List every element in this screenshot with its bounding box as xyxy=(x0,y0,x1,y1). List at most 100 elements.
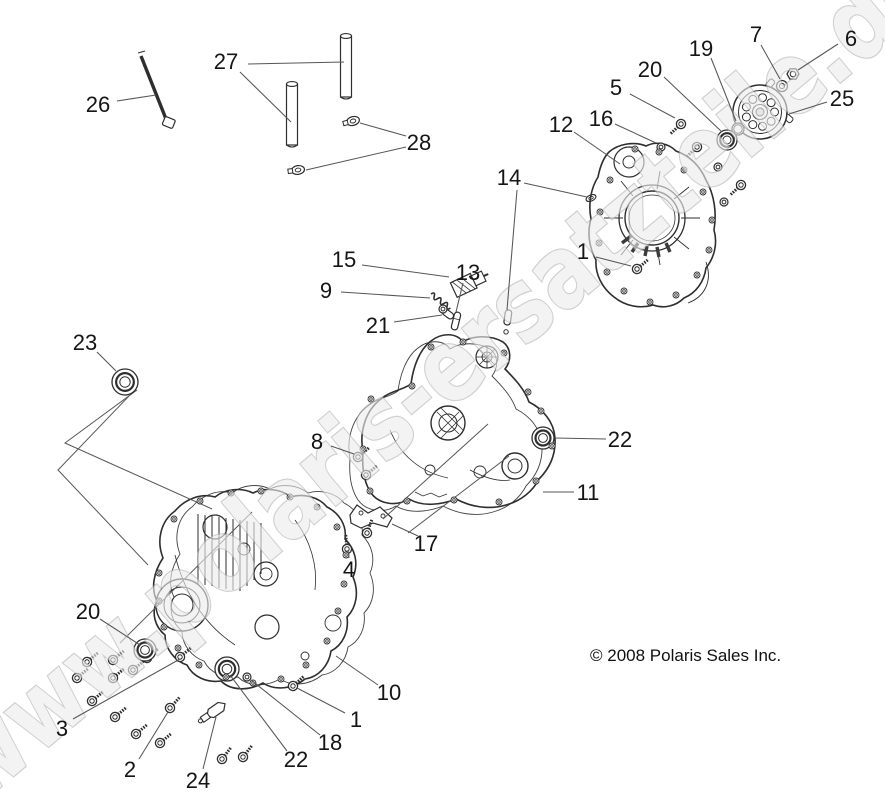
leader-line xyxy=(614,123,657,144)
flange-hole-icon xyxy=(227,489,235,497)
callout-19: 19 xyxy=(689,36,737,122)
bolt-icon xyxy=(71,667,89,684)
leader-line xyxy=(573,131,621,165)
washer-icon xyxy=(438,304,448,314)
washer-icon xyxy=(713,162,723,172)
bolt-icon xyxy=(107,667,125,684)
callout-number: 27 xyxy=(214,49,238,74)
bolt-icon xyxy=(287,675,305,692)
callout-number: 28 xyxy=(407,130,431,155)
callout-number: 2 xyxy=(124,757,136,782)
gear-teeth xyxy=(476,346,498,368)
callout-number: 8 xyxy=(311,429,323,454)
callout-1: 1 xyxy=(296,687,362,732)
flange-hole-icon xyxy=(680,166,688,174)
spline-marks xyxy=(620,234,672,258)
bracket-icon xyxy=(349,504,393,529)
flange-hole-icon xyxy=(548,442,556,450)
leader-line xyxy=(506,189,518,311)
leader-line xyxy=(340,291,431,299)
callout-number: 1 xyxy=(577,239,589,264)
callout-17: 17 xyxy=(391,523,438,556)
callout-11: 11 xyxy=(543,480,599,505)
callout-15: 15 xyxy=(332,247,450,278)
flange-hole-icon xyxy=(366,487,374,495)
leader-line xyxy=(455,282,464,313)
flange-hole-icon xyxy=(249,679,257,687)
flange-hole-icon xyxy=(603,268,611,276)
callout-16: 16 xyxy=(589,106,657,144)
leader-line xyxy=(663,76,723,133)
cooling-ribs xyxy=(197,514,262,591)
drain-plug-icon xyxy=(197,701,226,724)
reference-line xyxy=(64,389,213,510)
callout-number: 17 xyxy=(414,531,438,556)
callout-13: 13 xyxy=(455,260,480,313)
flange-hole-icon xyxy=(367,395,375,403)
spring-icon xyxy=(430,292,451,310)
flange-hole-icon xyxy=(693,271,701,279)
callout-24: 24 xyxy=(186,716,217,793)
flange-hole-icon xyxy=(705,246,713,254)
flange-hole-icon xyxy=(155,569,163,577)
copyright: © 2008 Polaris Sales Inc. xyxy=(590,646,781,665)
callout-10: 10 xyxy=(335,655,401,705)
callout-1: 1 xyxy=(577,239,632,267)
flange-hole-icon xyxy=(313,503,321,511)
callout-3: 3 xyxy=(56,658,181,741)
leader-line xyxy=(96,351,117,372)
callout-6: 6 xyxy=(797,26,857,71)
reference-line xyxy=(57,395,149,566)
flange-hole-icon xyxy=(333,523,341,531)
bolt-icon xyxy=(361,519,374,539)
flange-hole-icon xyxy=(450,496,458,504)
leader-line xyxy=(788,101,828,115)
leader-line xyxy=(239,71,292,123)
callout-20: 20 xyxy=(638,57,723,133)
bolt-icon xyxy=(729,179,747,196)
bolt-icon xyxy=(154,732,172,749)
callout-number: 15 xyxy=(332,247,356,272)
bolt-icon xyxy=(685,141,703,158)
flange-hole-icon xyxy=(699,188,707,196)
bolt-icon xyxy=(174,646,192,663)
callout-number: 12 xyxy=(549,112,573,137)
washer-icon xyxy=(775,79,789,93)
seal-icon xyxy=(111,368,139,396)
callout-number: 1 xyxy=(350,707,362,732)
bearing-icon xyxy=(732,78,794,140)
leader-line xyxy=(247,61,345,65)
bolt-icon xyxy=(164,696,181,714)
callout-number: 16 xyxy=(589,106,613,131)
flange-hole-icon xyxy=(195,661,203,669)
leader-line xyxy=(250,679,321,736)
leader-line xyxy=(296,687,346,714)
flange-hole-icon xyxy=(672,291,680,299)
callout-12: 12 xyxy=(549,112,621,165)
leader-line xyxy=(361,264,450,278)
callout-number: 20 xyxy=(638,57,662,82)
callout-number: 5 xyxy=(610,75,622,100)
flange-hole-icon xyxy=(170,515,178,523)
bolt-icon xyxy=(216,747,232,765)
flange-hole-icon xyxy=(606,176,614,184)
callout-number: 14 xyxy=(497,165,521,190)
callout-number: 3 xyxy=(56,716,68,741)
callout-2: 2 xyxy=(124,711,169,782)
callout-number: 24 xyxy=(186,768,210,793)
callout-number: 20 xyxy=(76,599,100,624)
dowel-pin-icon xyxy=(503,309,513,335)
callout-number: 21 xyxy=(366,313,390,338)
callout-number: 7 xyxy=(750,22,762,47)
flange-hole-icon xyxy=(323,637,331,645)
leader-line xyxy=(330,445,355,455)
bolt-icon xyxy=(86,690,104,707)
leader-line xyxy=(595,256,632,267)
nut-icon xyxy=(786,68,800,80)
callout-number: 22 xyxy=(608,427,632,452)
oring-icon xyxy=(731,122,745,136)
bolt-icon xyxy=(127,659,145,676)
